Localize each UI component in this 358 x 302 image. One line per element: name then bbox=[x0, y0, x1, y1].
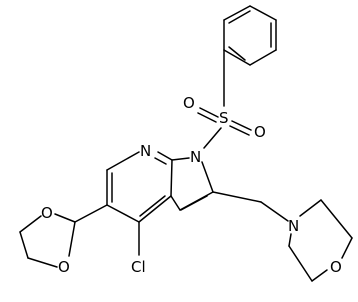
pyridine-bond bbox=[138, 195, 172, 223]
dioxolane-bond bbox=[68, 221, 76, 257]
pyrrole-bond bbox=[170, 195, 181, 211]
dioxolane-bond bbox=[27, 257, 58, 268]
morpholine-nitrogen-label: N bbox=[288, 217, 299, 235]
phenyl-bond bbox=[249, 49, 277, 66]
pyridine-bond bbox=[106, 204, 140, 223]
sulfonyl-double-bond bbox=[231, 120, 252, 131]
dioxolane-bond bbox=[19, 231, 29, 259]
dioxolane-oxygen-top-label: O bbox=[41, 204, 53, 222]
phenyl-bond bbox=[249, 5, 277, 21]
sulfonyl-double-bond bbox=[197, 112, 217, 123]
morpholine-bond bbox=[320, 199, 353, 239]
phenyl-bond bbox=[223, 49, 251, 66]
pyridine-inner-bond bbox=[139, 195, 166, 217]
atom-labels: S O O N N Cl O O N O bbox=[41, 94, 342, 276]
morpholine-bond bbox=[311, 269, 328, 282]
sulfur-nitrogen-bond bbox=[203, 127, 222, 149]
pyrrole-bond bbox=[171, 157, 190, 161]
pyrrole-nitrogen-label: N bbox=[190, 148, 201, 166]
morpholine-oxygen-label: O bbox=[330, 258, 342, 276]
morpholine-bond bbox=[299, 199, 322, 217]
pyridine-bond bbox=[157, 151, 173, 161]
pyridine-bond bbox=[106, 151, 140, 171]
sulfonyl-oxygen-left-label: O bbox=[183, 94, 195, 112]
pyrrole-inner-bond bbox=[180, 195, 208, 211]
phenyl-bond bbox=[223, 5, 251, 21]
dioxolane-oxygen-bottom-label: O bbox=[58, 258, 70, 276]
sulfur-label: S bbox=[219, 109, 229, 127]
morpholine-bond bbox=[288, 233, 292, 247]
dioxolane-bond bbox=[19, 215, 42, 233]
methylene-bond bbox=[212, 191, 262, 203]
phenyl-inner-bond bbox=[228, 46, 246, 61]
bonds bbox=[19, 5, 353, 282]
phenyl-inner-bond bbox=[228, 10, 251, 24]
sulfonyl-oxygen-right-label: O bbox=[254, 123, 266, 141]
chlorine-label: Cl bbox=[131, 258, 146, 276]
methylene-bond bbox=[260, 201, 289, 222]
sulfonyl-double-bond bbox=[229, 125, 250, 136]
morpholine-bond bbox=[341, 237, 353, 259]
pyridine-inner-bond bbox=[154, 157, 167, 165]
ring-fusion-bond bbox=[170, 159, 173, 197]
pyridine-nitrogen-label: N bbox=[140, 142, 151, 160]
pyrrole-bond bbox=[201, 161, 214, 193]
morpholine-bond bbox=[288, 245, 313, 282]
dioxolane-bond bbox=[54, 213, 76, 223]
sulfonyl-double-bond bbox=[199, 107, 219, 118]
carbon-dioxolane-bond bbox=[74, 204, 108, 223]
